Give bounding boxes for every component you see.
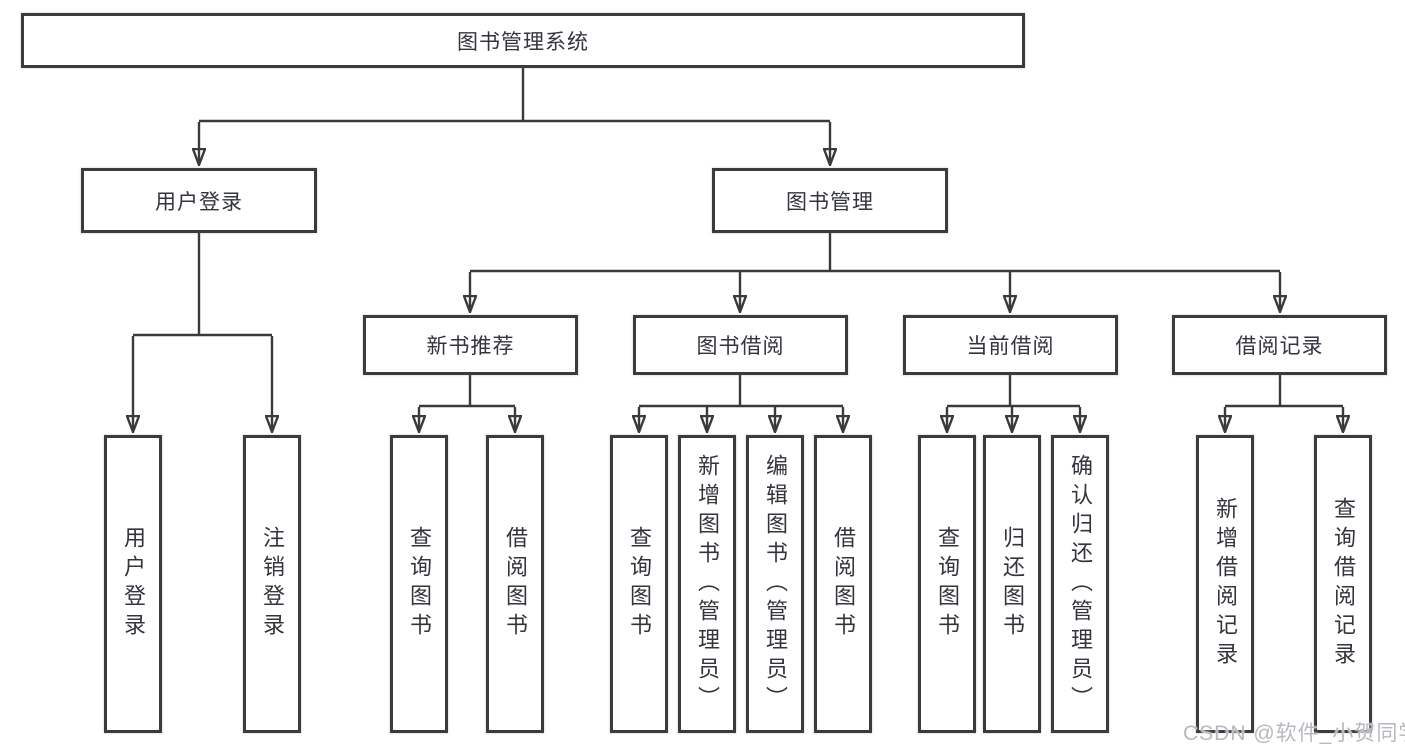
node-label: 用户登录 [155,190,243,214]
node-label: 新书推荐 [426,335,515,358]
node-label: 确认归还（管理员） [1068,453,1093,715]
node-label: 图书管理 [786,190,874,214]
node-label: 图书借阅 [696,335,785,358]
node-label: 编辑图书（管理员） [763,453,788,715]
leaf-query-borrow-record: 查询借阅记录 [1314,435,1372,733]
node-label: 注销登录 [260,526,285,642]
node-book-management: 图书管理 [712,168,948,233]
node-label: 查询借阅记录 [1331,497,1356,671]
leaf-add-books-admin: 新增图书（管理员） [678,435,736,733]
node-label: 借阅记录 [1235,335,1324,358]
node-label: 查询图书 [627,526,652,642]
node-user-login: 用户登录 [81,168,317,233]
leaf-query-books-recommend: 查询图书 [390,435,448,733]
node-label: 当前借阅 [966,335,1055,358]
node-current-borrowing: 当前借阅 [903,315,1118,375]
csdn-watermark: CSDN @软件_小贺同学 [1183,722,1405,745]
leaf-borrow-books-recommend: 借阅图书 [486,435,544,733]
node-label: 用户登录 [121,526,146,642]
node-label: 借阅图书 [503,526,528,642]
node-label: 查询图书 [935,526,960,642]
node-borrowing-records: 借阅记录 [1172,315,1387,375]
node-library-management-system: 图书管理系统 [21,13,1025,68]
leaf-return-books: 归还图书 [983,435,1041,733]
node-label: 归还图书 [1000,526,1025,642]
node-label: 查询图书 [407,526,432,642]
leaf-edit-books-admin: 编辑图书（管理员） [746,435,804,733]
leaf-logout: 注销登录 [243,435,301,733]
leaf-confirm-return-admin: 确认归还（管理员） [1051,435,1109,733]
leaf-add-borrow-record: 新增借阅记录 [1196,435,1254,733]
node-book-borrowing: 图书借阅 [633,315,848,375]
node-label: 新增借阅记录 [1213,497,1238,671]
node-label: 新增图书（管理员） [695,453,720,715]
leaf-borrow-books-borrowing: 借阅图书 [814,435,872,733]
leaf-query-books-current: 查询图书 [918,435,976,733]
leaf-user-login: 用户登录 [104,435,162,733]
node-label: 图书管理系统 [457,30,589,54]
node-label: 借阅图书 [831,526,856,642]
node-new-book-recommendation: 新书推荐 [363,315,578,375]
leaf-query-books-borrowing: 查询图书 [610,435,668,733]
